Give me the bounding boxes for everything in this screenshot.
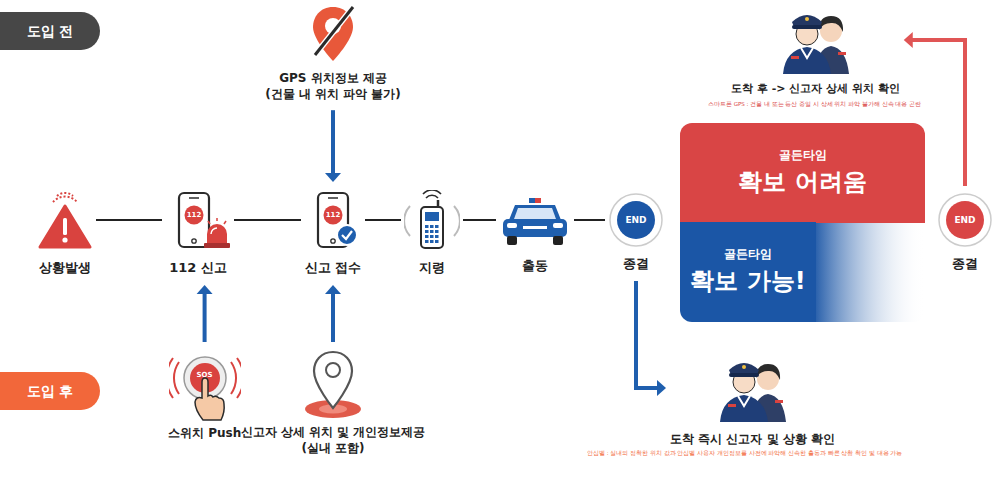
icon-text: END xyxy=(954,215,975,225)
arrow-head xyxy=(657,380,666,396)
arrow-head xyxy=(197,285,213,294)
era-badge: 도입 후 xyxy=(0,372,100,410)
flow-line xyxy=(463,219,496,221)
sos-step: SOS 스위치 Push xyxy=(168,348,241,442)
flow-line xyxy=(234,219,301,221)
icon-text: END xyxy=(625,215,646,225)
phone-siren-icon xyxy=(165,190,231,250)
icon: SOS xyxy=(169,348,241,422)
node-label: 도착 즉시 신고자 및 상황 확인 xyxy=(670,432,835,448)
icon-text: 112 xyxy=(187,211,202,219)
node-label: 도착 후 -> 신고자 상세 위치 확인 xyxy=(731,82,900,96)
node-label: 도입 전 xyxy=(27,22,74,40)
icon xyxy=(775,6,855,74)
arrow-head xyxy=(325,173,341,182)
node-label: 골든타임 xyxy=(724,247,772,263)
location-step: 신고자 상세 위치 및 개인정보제공 (실내 포함) xyxy=(228,348,438,456)
node-label: 확보 어려움 xyxy=(738,167,866,198)
police-car-icon xyxy=(499,192,571,248)
node-label: 종결 xyxy=(623,256,649,273)
flow-arrow xyxy=(203,292,207,342)
flow-arrow xyxy=(331,110,335,175)
flow-step: 상황발생 xyxy=(37,190,93,277)
node-label: 상황발생 xyxy=(39,260,91,277)
node-label: 골든타임 xyxy=(779,148,827,164)
arrival-step: 도착 즉시 신고자 및 상황 확인 xyxy=(670,354,835,448)
gps-step: GPS 위치정보 제공 (건물 내 위치 파악 불가) xyxy=(248,3,418,102)
node-label: 도입 후 xyxy=(27,382,74,400)
icon: 112 xyxy=(304,190,362,250)
flow-line xyxy=(96,219,162,221)
icon-text: 112 xyxy=(326,211,341,219)
location-pin-icon xyxy=(300,348,366,420)
icon xyxy=(37,190,93,250)
flow-line xyxy=(574,219,605,221)
flow-arrow xyxy=(331,292,335,342)
node-label: 스위치 Push xyxy=(168,426,241,442)
gps-off-icon xyxy=(307,3,359,65)
end-step: END 종결 xyxy=(608,192,664,273)
node-label: 확보 가능! xyxy=(690,266,805,297)
node-label: GPS 위치정보 제공 (건물 내 위치 파악 불가) xyxy=(248,71,418,102)
arrow-head xyxy=(904,32,913,48)
police-icon xyxy=(775,6,855,74)
icon xyxy=(404,190,460,250)
node-label: 종결 xyxy=(952,256,978,273)
sos-button-icon xyxy=(169,348,241,422)
node-label: 출동 xyxy=(522,258,548,275)
icon xyxy=(499,192,571,248)
flow-arrow xyxy=(636,281,659,388)
flow-step: 112 신고 접수 xyxy=(304,190,362,277)
icon-text: SOS xyxy=(197,371,213,379)
warning-icon xyxy=(37,190,93,250)
phone-check-icon xyxy=(304,190,362,250)
node-label: 신고 접수 xyxy=(305,260,362,277)
node-label: 112 신고 xyxy=(169,260,227,277)
note-text: 안심벨 : 실내의 정확한 위치 값과 안심벨 사용자 개인정보를 사전에 파악… xyxy=(587,450,902,457)
era-badge: 도입 전 xyxy=(0,12,100,50)
icon: END xyxy=(937,192,993,248)
flow-step: 112 112 신고 xyxy=(165,190,231,277)
icon xyxy=(712,354,792,422)
arrival-step: 도착 후 -> 신고자 상세 위치 확인 xyxy=(731,6,900,96)
icon xyxy=(307,3,359,65)
icon: END xyxy=(608,192,664,248)
police-icon xyxy=(712,354,792,422)
flow-line xyxy=(365,219,401,221)
flow-step: 지령 xyxy=(404,190,460,277)
node-label: 지령 xyxy=(419,260,445,277)
icon: 112 xyxy=(165,190,231,250)
flow-step: 출동 xyxy=(499,192,571,275)
note-text: 스마트폰 GPS : 건물 내 또는 등산 중일 시 상세 위치 파악 불가해 … xyxy=(708,101,921,108)
panel-fade xyxy=(812,222,925,322)
end-step: END 종결 xyxy=(937,192,993,273)
golden-time-hard: 골든타임확보 어려움 xyxy=(680,123,925,223)
arrow-head xyxy=(325,285,341,294)
golden-time-ok: 골든타임확보 가능! xyxy=(680,222,816,322)
icon xyxy=(300,348,366,420)
radio-icon xyxy=(404,190,460,250)
node-label: 신고자 상세 위치 및 개인정보제공 (실내 포함) xyxy=(228,425,438,456)
